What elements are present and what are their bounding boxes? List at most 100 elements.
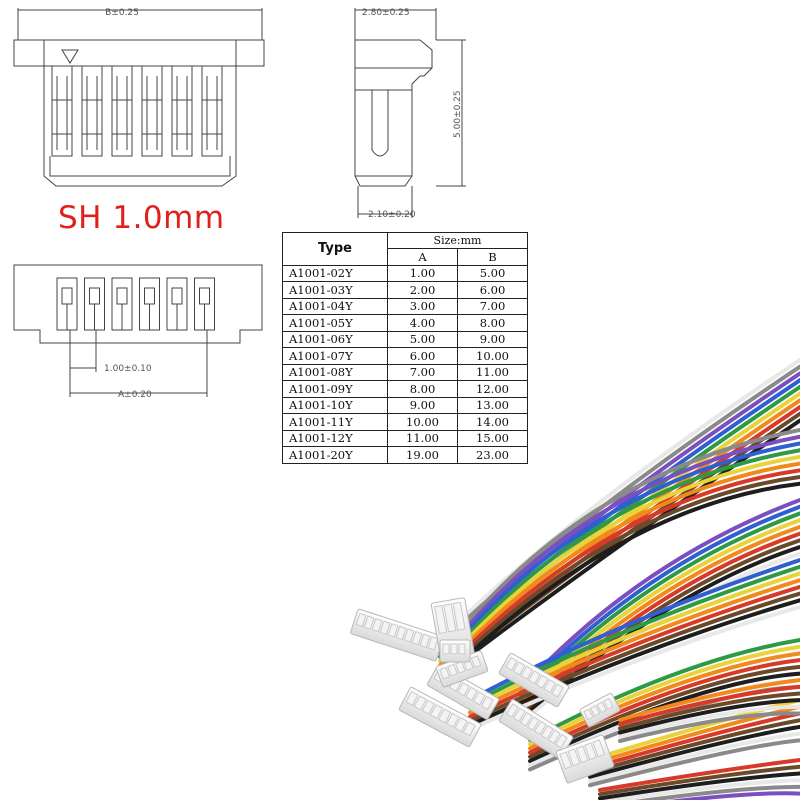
table-header-type: Type: [282, 232, 388, 266]
cell-type: A1001-02Y: [282, 264, 388, 282]
cell-a: 4.00: [387, 314, 458, 332]
cell-a: 5.00: [387, 330, 458, 348]
plug-slot: [413, 695, 427, 711]
wire: [468, 441, 800, 631]
bottom-pin-inner: [171, 287, 183, 305]
cable-assembly-photo: [350, 358, 800, 800]
wire: [603, 778, 800, 800]
plug-slot: [554, 733, 568, 749]
cell-b: 10.00: [457, 347, 528, 365]
plug-slot: [439, 666, 450, 680]
cell-a: 10.00: [387, 413, 458, 431]
front-slot: [111, 65, 133, 157]
wire: [588, 704, 800, 767]
plug-slot: [505, 656, 518, 672]
cell-a: 2.00: [387, 281, 458, 299]
connector-plug: [435, 650, 489, 688]
series-heading: SH 1.0mm: [58, 200, 225, 236]
plug-slot: [438, 708, 452, 724]
wire: [468, 468, 800, 648]
cell-type: A1001-05Y: [282, 314, 388, 332]
plug-slot: [427, 636, 439, 651]
cell-b: 14.00: [457, 413, 528, 431]
wire: [438, 358, 800, 642]
cell-a: 19.00: [387, 446, 458, 464]
cell-type: A1001-08Y: [282, 363, 388, 381]
wire: [668, 791, 800, 800]
plug-slot: [464, 686, 478, 701]
plug-slot: [584, 742, 597, 761]
wire: [468, 448, 800, 635]
table-header-a: A: [387, 248, 458, 266]
wire: [588, 711, 800, 771]
connector-plug: [350, 608, 444, 662]
wire: [633, 784, 800, 800]
cell-b: 7.00: [457, 297, 528, 315]
table-header-size: Size:mm: [387, 232, 528, 249]
cell-b: 13.00: [457, 396, 528, 414]
front-slot: [171, 65, 193, 157]
plug-slot: [419, 633, 431, 648]
dimension-height-label: 5.00±0.25: [453, 90, 463, 138]
wire: [598, 758, 800, 792]
cell-b: 5.00: [457, 264, 528, 282]
plug-slot: [535, 674, 549, 689]
plug-slot: [403, 628, 415, 643]
plug-slot: [547, 729, 561, 745]
plug-slot: [592, 739, 606, 758]
wire: [588, 698, 800, 762]
bottom-pin-inner: [116, 287, 128, 305]
wire: [598, 764, 800, 797]
side-view-drawing: [354, 8, 466, 218]
wire: [468, 571, 800, 711]
cell-a: 1.00: [387, 264, 458, 282]
wire: [518, 511, 800, 701]
plug-slot: [458, 643, 466, 655]
bottom-pin-inner: [144, 287, 155, 305]
cell-b: 12.00: [457, 380, 528, 398]
plug-slot: [452, 601, 466, 631]
cell-b: 11.00: [457, 363, 528, 381]
wire: [618, 678, 800, 722]
plug-slot: [454, 717, 468, 733]
plug-slot: [363, 615, 375, 630]
wire: [588, 718, 800, 775]
front-slot: [81, 65, 103, 157]
wire: [528, 651, 800, 751]
plug-slot: [456, 682, 470, 697]
cell-type: A1001-10Y: [282, 396, 388, 414]
wire: [468, 481, 800, 656]
wire: [468, 461, 800, 643]
cell-b: 9.00: [457, 330, 528, 348]
plug-slot: [480, 695, 494, 711]
plug-slot: [575, 745, 589, 764]
front-view-drawing: [13, 8, 265, 187]
cell-a: 7.00: [387, 363, 458, 381]
wire: [528, 644, 800, 747]
wire: [588, 738, 800, 788]
plug-slot: [540, 725, 554, 740]
plug-slot: [520, 665, 534, 680]
plug-slot: [371, 618, 383, 633]
plug-slot: [472, 691, 486, 706]
plug-slot: [512, 707, 526, 723]
cell-type: A1001-07Y: [282, 347, 388, 365]
plug-slot: [603, 697, 614, 710]
plug-slot: [462, 721, 476, 737]
plug-slot: [533, 720, 547, 736]
wire: [618, 684, 800, 727]
plug-slot: [543, 679, 557, 694]
wire: [528, 658, 800, 755]
plug-slot: [519, 711, 533, 727]
bottom-view-drawing: [13, 264, 263, 397]
wire: [468, 578, 800, 715]
front-slot: [141, 65, 163, 157]
plug-slot: [443, 603, 457, 633]
cell-type: A1001-06Y: [282, 330, 388, 348]
cell-type: A1001-03Y: [282, 281, 388, 299]
